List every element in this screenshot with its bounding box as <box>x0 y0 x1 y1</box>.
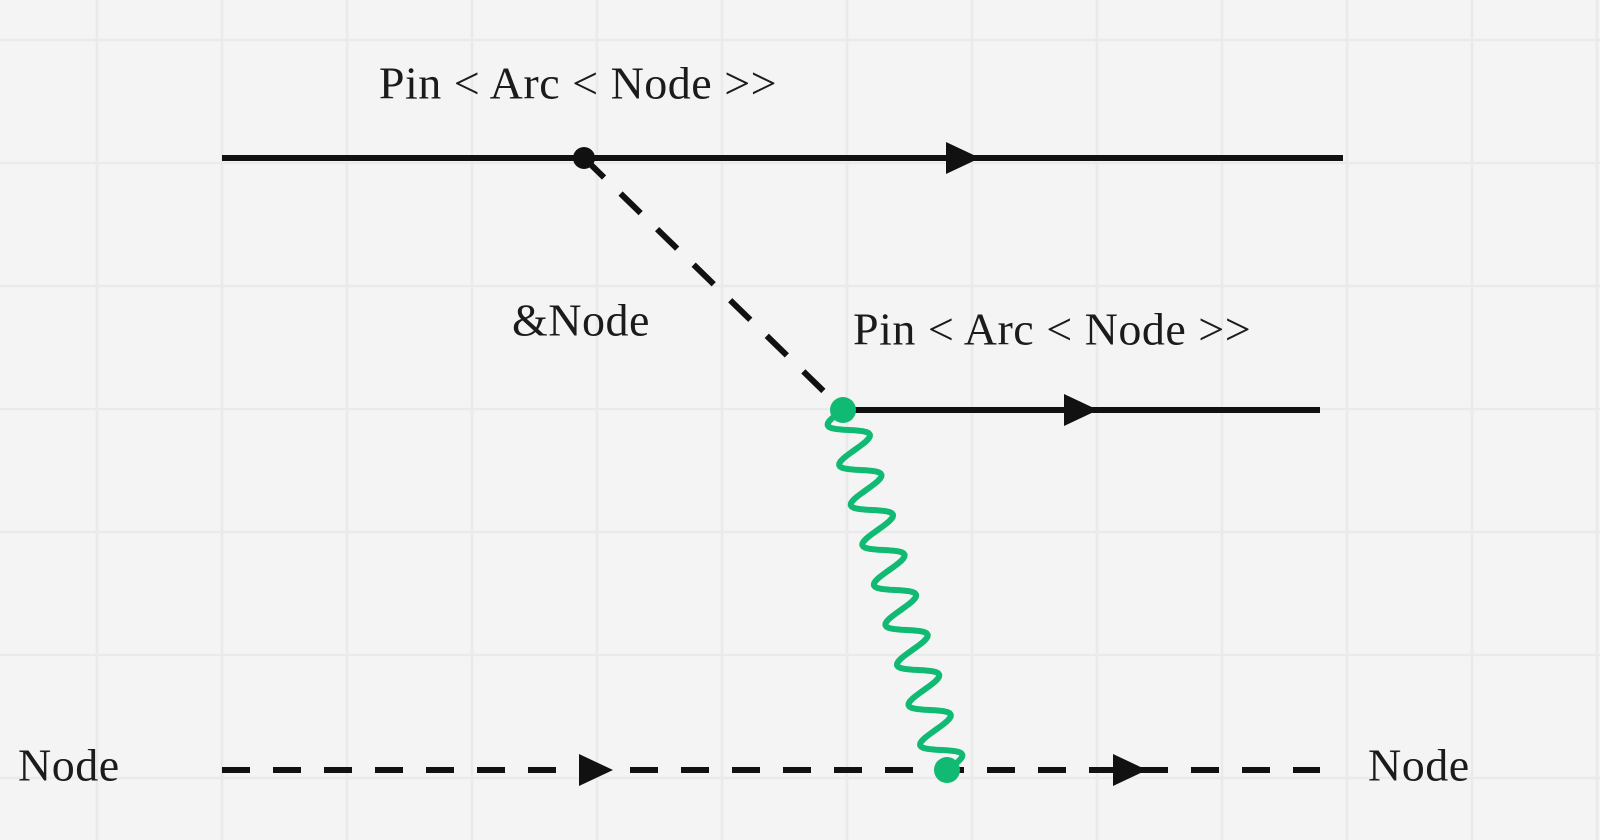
green-vertex-upper <box>830 397 856 423</box>
propagator-edges <box>222 142 1343 786</box>
bottom-dashed-propagator-arrow-2-arrow-icon <box>1113 754 1147 786</box>
label-middle-propagator: Pin < Arc < Node >> <box>853 304 1251 355</box>
middle-solid-propagator-arrow-icon <box>1064 394 1098 426</box>
diagonal-dashed-propagator <box>581 155 846 413</box>
bottom-dashed-propagator-arrow-icon <box>579 754 613 786</box>
label-diagonal-propagator: &Node <box>512 295 650 346</box>
black-vertex <box>573 147 595 169</box>
label-top-propagator: Pin < Arc < Node >> <box>379 58 777 109</box>
wavy-green-propagator <box>824 407 966 773</box>
diagram-vertices <box>573 147 960 783</box>
label-bottom-left: Node <box>18 740 120 791</box>
label-bottom-right: Node <box>1368 740 1470 791</box>
top-solid-propagator-arrow-icon <box>946 142 980 174</box>
green-vertex-lower <box>934 757 960 783</box>
diagram-labels: Pin < Arc < Node >> &Node Pin < Arc < No… <box>18 58 1470 791</box>
